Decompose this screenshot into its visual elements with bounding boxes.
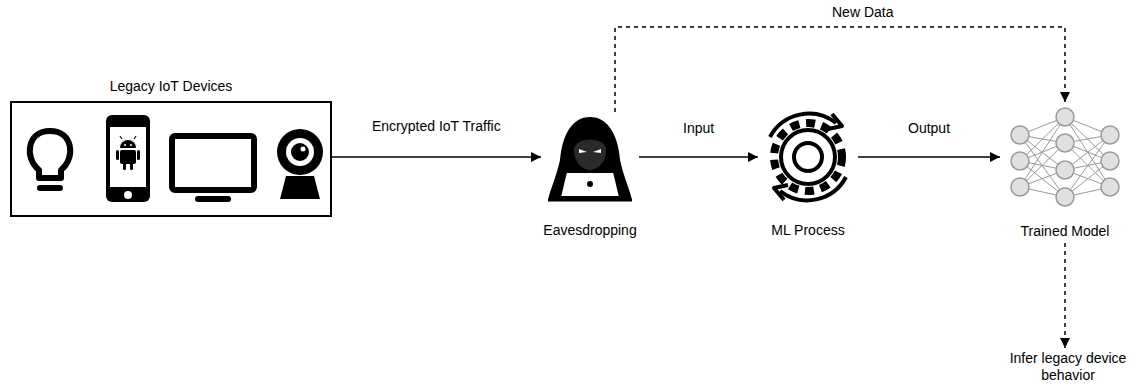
dashed-arrow [615,27,1065,112]
node-label: Legacy IoT Devices [10,78,332,95]
edge-label: Input [680,120,717,137]
node-label: Eavesdropping [541,222,639,239]
device-group: Legacy IoT Devices [10,78,332,217]
webcam-icon [277,129,323,199]
group-border [10,101,332,217]
flow-arrow [858,156,1000,158]
neural-net-icon [1011,108,1119,206]
edge-label: Output [905,120,953,137]
icon-node: Trained Model [1000,102,1130,240]
flow-arrow [639,156,758,158]
node-label: Trained Model [1000,223,1130,240]
gear-icon [770,114,846,201]
icon-node: Eavesdropping [541,112,639,239]
monitor-icon [172,136,254,199]
bulb-icon [30,131,70,188]
text-node: Infer legacy device behavior [1009,350,1127,384]
edge-label: New Data [829,4,896,21]
hacker-icon [548,117,632,200]
node-label: ML Process [758,222,858,239]
edge-label: Encrypted IoT Traffic [369,118,504,135]
node-label: Infer legacy device behavior [1009,350,1127,384]
dashed-arrow [1064,243,1066,348]
phone-icon [106,115,150,202]
flow-arrow [332,156,541,158]
icon-node: ML Process [758,112,858,239]
